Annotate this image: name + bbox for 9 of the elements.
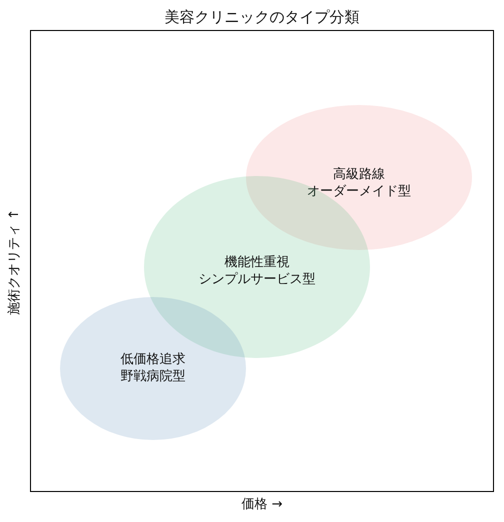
- category-type: シンプルサービス型: [198, 271, 316, 288]
- chart-title: 美容クリニックのタイプ分類: [164, 8, 360, 26]
- category-name: 高級路線: [332, 166, 386, 183]
- category-type: 野戦病院型: [120, 368, 186, 385]
- y-axis-label: 施術クオリティ ↑: [7, 208, 23, 316]
- x-axis-label: 価格 →: [241, 497, 283, 513]
- category-name: 機能性重視: [224, 254, 290, 271]
- category-type: オーダーメイド型: [307, 183, 411, 200]
- category-name: 低価格追求: [120, 351, 186, 368]
